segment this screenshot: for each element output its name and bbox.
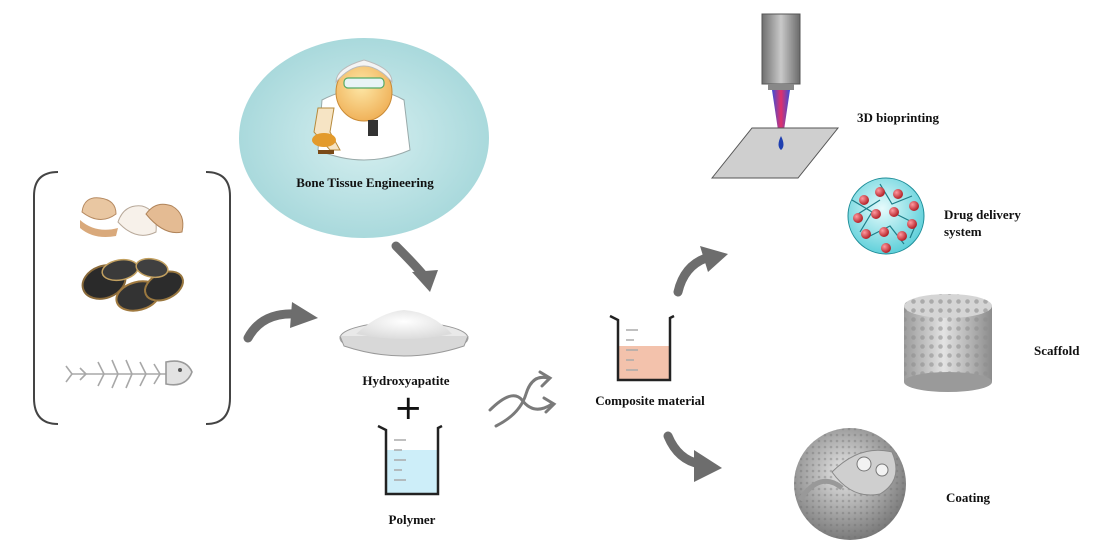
coated-implant-icon	[794, 428, 906, 540]
nanoparticle-sphere-icon	[847, 177, 925, 255]
arrow-sources-to-ha	[243, 302, 318, 343]
arrow-composite-to-bioprinting	[673, 246, 728, 297]
scaffold-label: Scaffold	[1034, 343, 1080, 358]
arrow-bte-to-ha	[391, 241, 438, 292]
bioprinter-nozzle-icon	[710, 13, 840, 179]
drug-delivery-label: Drug delivery system	[944, 206, 1021, 240]
scientist-with-flask-icon	[312, 59, 411, 161]
bioprinting-label: 3D bioprinting	[857, 110, 939, 125]
polymer-label: Polymer	[388, 512, 436, 527]
mussel-shell-icon	[81, 257, 184, 312]
composite-beaker-icon	[609, 314, 675, 382]
fish-bone-icon	[65, 359, 193, 389]
hydroxyapatite-label: Hydroxyapatite	[362, 373, 450, 388]
drug-delivery-label-line1: Drug delivery	[944, 207, 1021, 222]
porous-cylinder-icon	[904, 294, 992, 392]
coating-label: Coating	[946, 490, 991, 505]
bone-tissue-engineering-label: Bone Tissue Engineering	[296, 175, 434, 190]
mixing-arrows-icon	[488, 370, 557, 428]
powder-dish-icon	[339, 310, 469, 357]
plus-sign: +	[394, 388, 423, 428]
arrow-composite-to-coating	[663, 431, 722, 482]
natural-sources-group	[33, 171, 231, 425]
polymer-beaker-icon	[377, 424, 443, 496]
bone-tissue-engineering-node	[239, 38, 489, 238]
eggshell-icon	[80, 197, 184, 237]
drug-delivery-label-line2: system	[944, 224, 982, 239]
composite-material-label: Composite material	[595, 393, 705, 408]
